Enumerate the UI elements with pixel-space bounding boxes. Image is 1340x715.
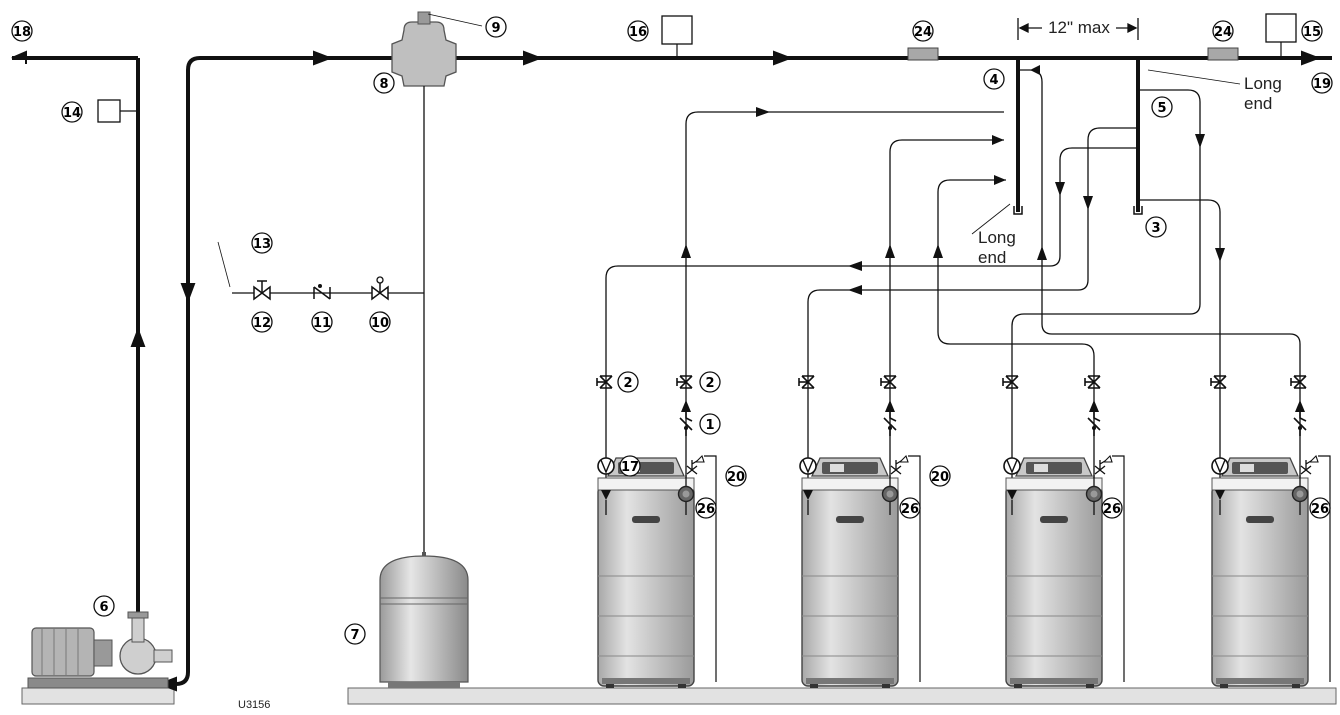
long-end-label-right-2: end xyxy=(1244,94,1272,113)
boiler-4-trim xyxy=(1210,375,1331,682)
callout-26a: 26 xyxy=(695,497,717,519)
svg-text:4: 4 xyxy=(989,73,998,88)
long-end-label-right-1: Long xyxy=(1244,74,1282,93)
callout-16: 16 xyxy=(627,20,649,42)
boiler-1-trim xyxy=(596,375,717,682)
callout-10: 10 xyxy=(369,311,391,333)
callout-4: 4 xyxy=(983,68,1005,90)
svg-text:2: 2 xyxy=(623,376,632,391)
svg-text:1: 1 xyxy=(705,418,714,433)
callout-20a: 20 xyxy=(725,465,747,487)
sensor-14 xyxy=(97,99,138,123)
svg-text:9: 9 xyxy=(491,21,500,36)
dimension-12in xyxy=(1017,18,1139,40)
callout-26c: 26 xyxy=(1101,497,1123,519)
vent-leader xyxy=(427,13,483,27)
expansion-tank xyxy=(379,552,469,688)
main-header-pipe xyxy=(12,56,1332,686)
svg-text:26: 26 xyxy=(697,502,715,517)
svg-text:12: 12 xyxy=(253,316,271,331)
callout-2b: 2 xyxy=(699,371,721,393)
callout-17: 17 xyxy=(619,455,641,477)
callout-26d: 26 xyxy=(1309,497,1331,519)
pump-floor-slab xyxy=(21,687,175,705)
svg-text:16: 16 xyxy=(629,25,647,40)
long-end-leader-left xyxy=(971,203,1011,235)
callout-24b: 24 xyxy=(1212,20,1234,42)
svg-text:24: 24 xyxy=(914,25,932,40)
sensor-15 xyxy=(1265,13,1297,58)
long-end-label-left-1: Long xyxy=(978,228,1016,247)
tee-end-caps xyxy=(1013,206,1143,215)
callout-3: 3 xyxy=(1145,216,1167,238)
callout-18: 18 xyxy=(11,20,33,42)
dimension-label: 12" max xyxy=(1048,18,1110,37)
branch-flow-arrows xyxy=(681,65,1225,295)
svg-text:6: 6 xyxy=(99,600,108,615)
callout-5: 5 xyxy=(1151,96,1173,118)
insulation-24-right xyxy=(1207,47,1239,61)
svg-text:14: 14 xyxy=(63,106,81,121)
svg-text:2: 2 xyxy=(705,376,714,391)
svg-text:26: 26 xyxy=(1103,502,1121,517)
svg-text:17: 17 xyxy=(621,460,639,475)
callout-26b: 26 xyxy=(899,497,921,519)
callout-13: 13 xyxy=(251,232,273,254)
callout-14: 14 xyxy=(61,101,83,123)
svg-text:18: 18 xyxy=(13,25,31,40)
svg-text:24: 24 xyxy=(1214,25,1232,40)
long-end-leader-right xyxy=(1147,69,1241,85)
callout-9: 9 xyxy=(485,16,507,38)
callout-11: 11 xyxy=(311,311,333,333)
svg-text:26: 26 xyxy=(1311,502,1329,517)
svg-text:11: 11 xyxy=(313,316,331,331)
closely-spaced-tees xyxy=(1016,58,1140,212)
pressure-reducing-valve-10 xyxy=(371,276,389,301)
svg-text:5: 5 xyxy=(1157,101,1166,116)
callout-24a: 24 xyxy=(912,20,934,42)
air-separator xyxy=(391,11,457,555)
figure-code: U3156 xyxy=(238,699,270,711)
callout-1: 1 xyxy=(699,413,721,435)
callout-20b: 20 xyxy=(929,465,951,487)
callout-19: 19 xyxy=(1311,72,1333,94)
svg-text:10: 10 xyxy=(371,316,389,331)
svg-text:3: 3 xyxy=(1151,221,1160,236)
system-pump xyxy=(27,611,173,689)
callout-15: 15 xyxy=(1301,20,1323,42)
fill-valve-12 xyxy=(253,280,271,301)
boiler-2-trim xyxy=(798,375,921,682)
svg-text:19: 19 xyxy=(1313,77,1331,92)
svg-text:15: 15 xyxy=(1303,25,1321,40)
callout-12: 12 xyxy=(251,311,273,333)
boiler-3-trim xyxy=(1002,375,1125,682)
callout-8: 8 xyxy=(373,72,395,94)
callout-6: 6 xyxy=(93,595,115,617)
sensor-16 xyxy=(661,15,693,58)
svg-text:8: 8 xyxy=(379,77,388,92)
svg-text:20: 20 xyxy=(931,470,949,485)
callout-7: 7 xyxy=(344,623,366,645)
svg-text:7: 7 xyxy=(350,628,359,643)
insulation-24-left xyxy=(907,47,939,61)
boiler-floor-slab xyxy=(347,687,1337,705)
long-end-label-left-2: end xyxy=(978,248,1006,267)
backflow-preventer-11 xyxy=(313,284,331,300)
svg-text:26: 26 xyxy=(901,502,919,517)
header-arrows xyxy=(11,50,1321,692)
svg-text:13: 13 xyxy=(253,237,271,252)
svg-text:20: 20 xyxy=(727,470,745,485)
callout-2a: 2 xyxy=(617,371,639,393)
